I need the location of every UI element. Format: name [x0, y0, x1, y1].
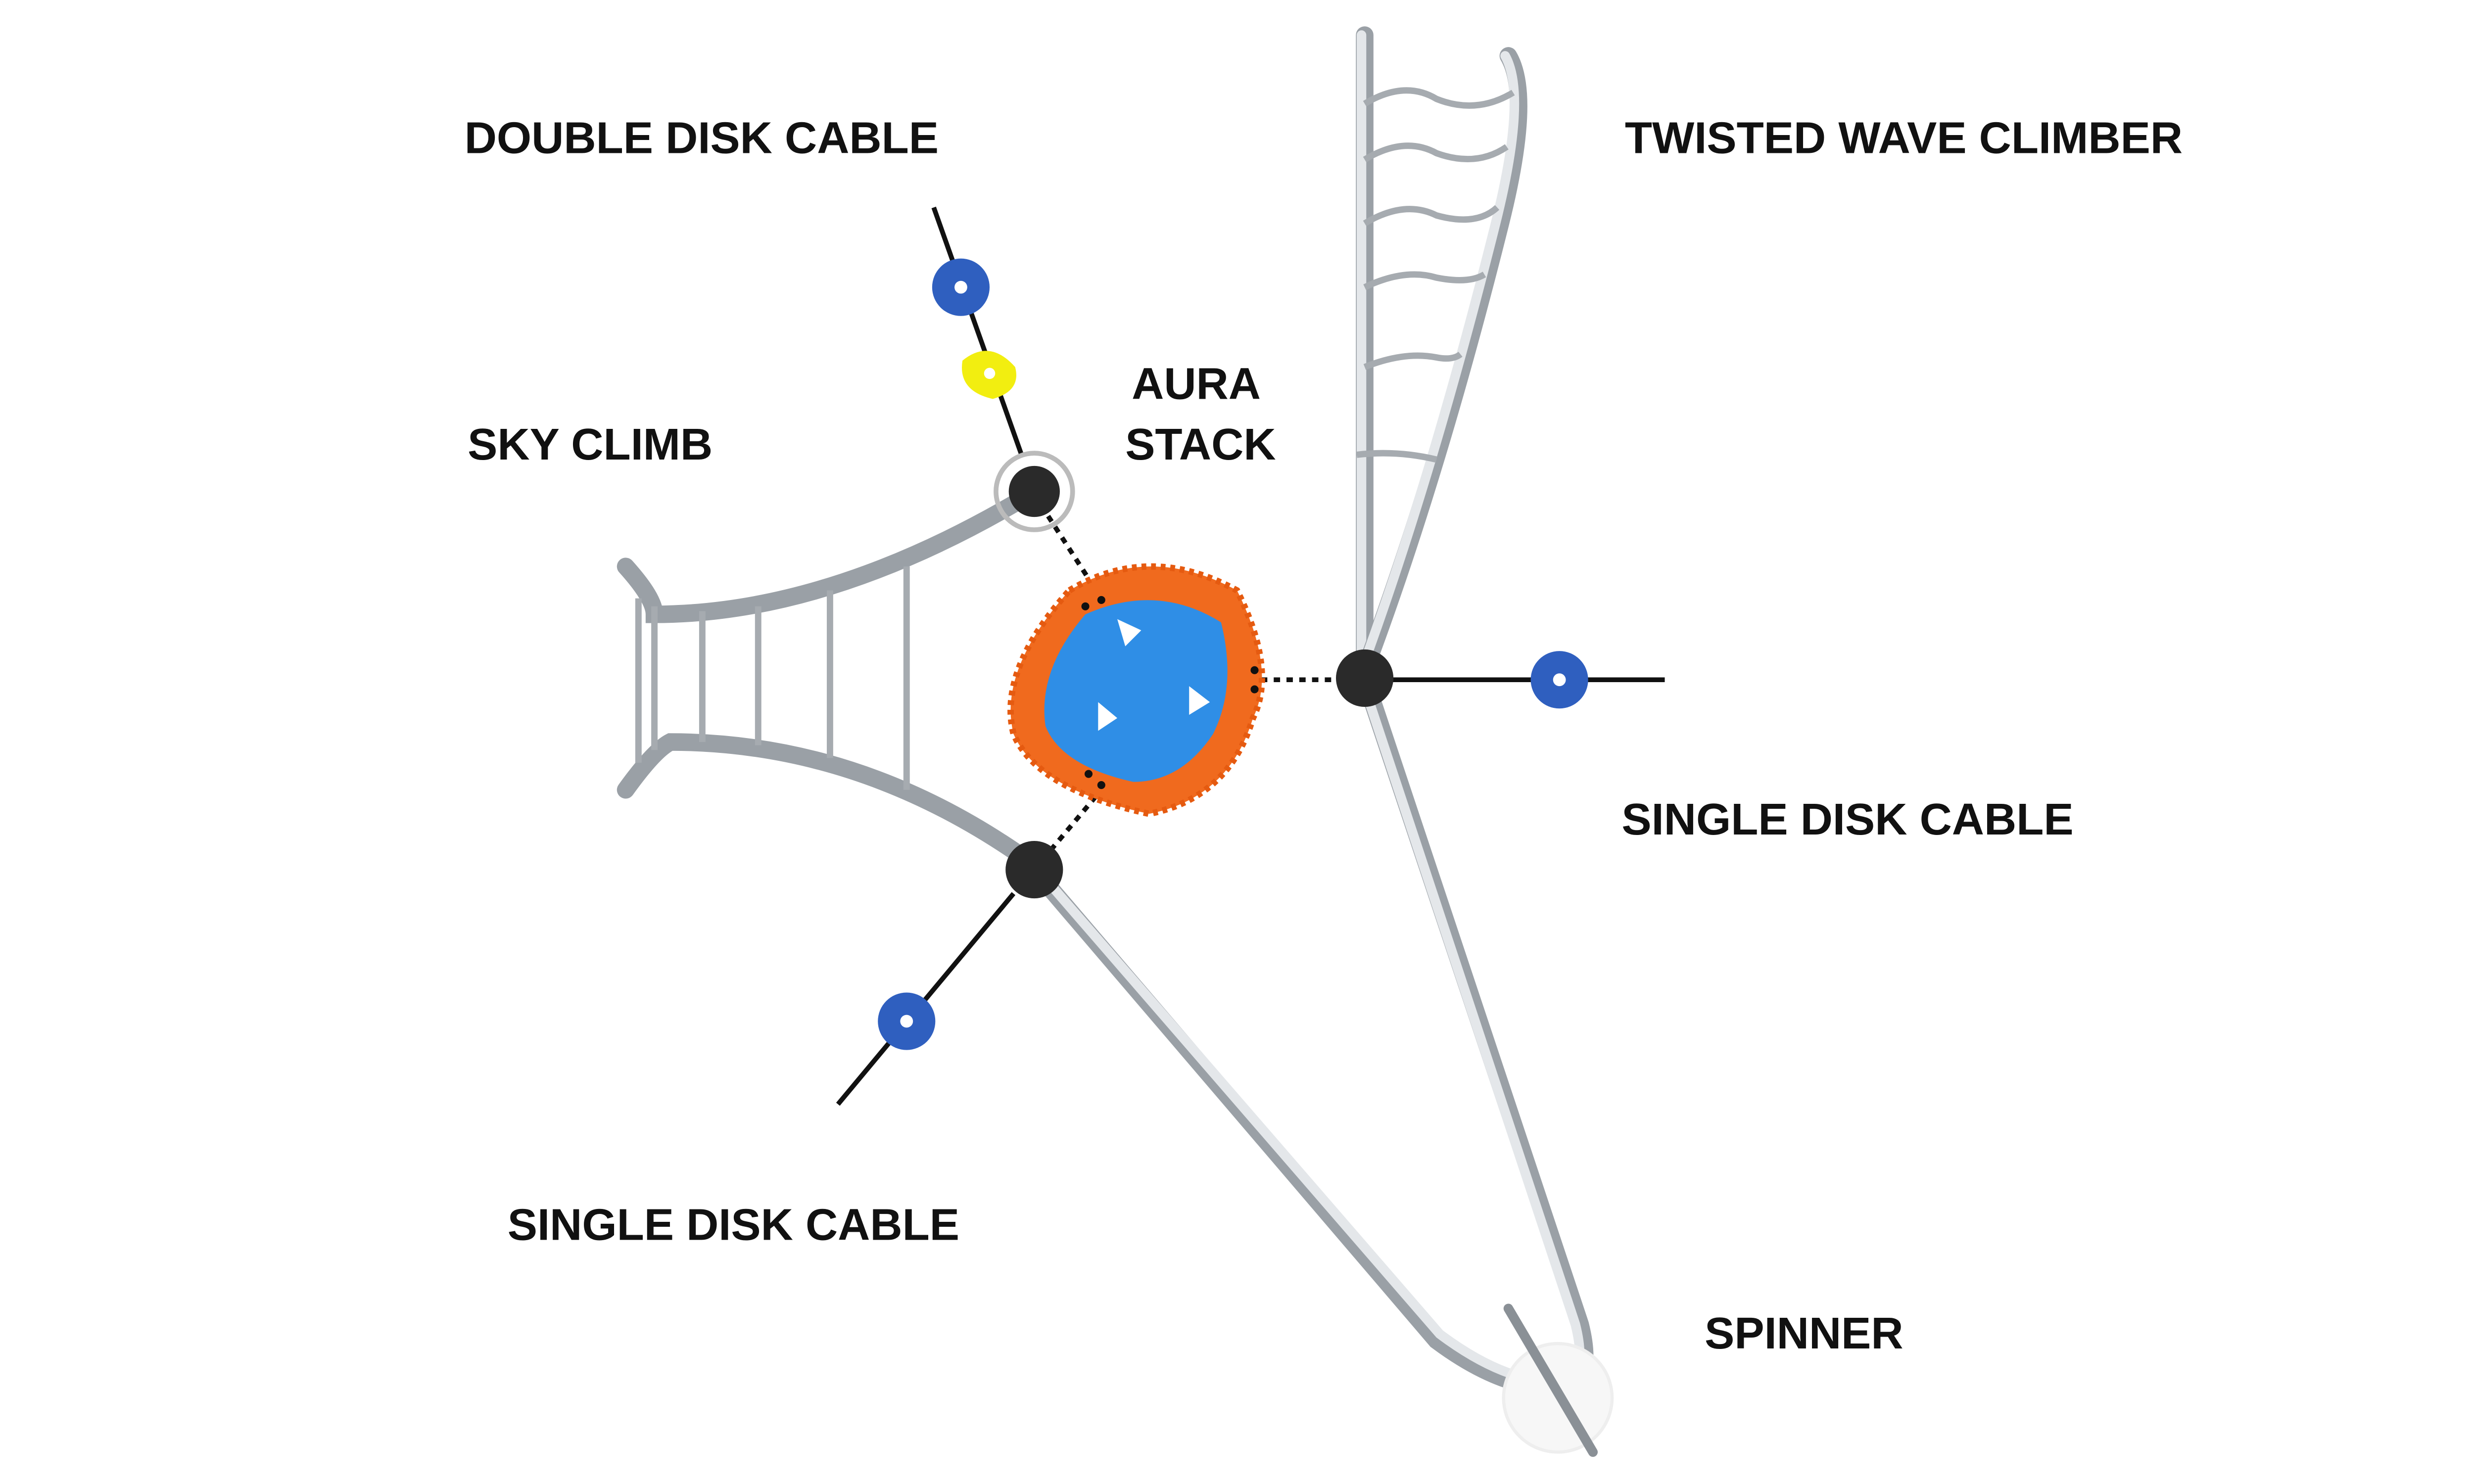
label-double-disk-cable: DOUBLE DISK CABLE — [465, 113, 939, 163]
sky-climb — [617, 486, 1039, 871]
connection-node — [1005, 841, 1063, 899]
twisted-wave-climber — [1356, 26, 1527, 687]
label-spinner: SPINNER — [1705, 1308, 1903, 1358]
single-disk-cable-left — [836, 788, 1103, 1106]
label-aura-stack-line2: STACK — [1125, 419, 1276, 469]
connection-node — [1336, 649, 1394, 707]
label-sky-climb: SKY CLIMB — [468, 419, 713, 469]
connection-node — [994, 451, 1075, 532]
spinner — [1502, 1303, 1614, 1457]
label-twisted-wave-climber: TWISTED WAVE CLIMBER — [1625, 113, 2183, 163]
aura-stack — [1007, 563, 1265, 817]
label-single-disk-cable-left: SINGLE DISK CABLE — [508, 1200, 959, 1250]
label-single-disk-cable-right: SINGLE DISK CABLE — [1621, 794, 2073, 844]
single-disk-cable-right — [1261, 651, 1665, 709]
label-aura-stack-line1: AURA — [1132, 359, 1261, 409]
